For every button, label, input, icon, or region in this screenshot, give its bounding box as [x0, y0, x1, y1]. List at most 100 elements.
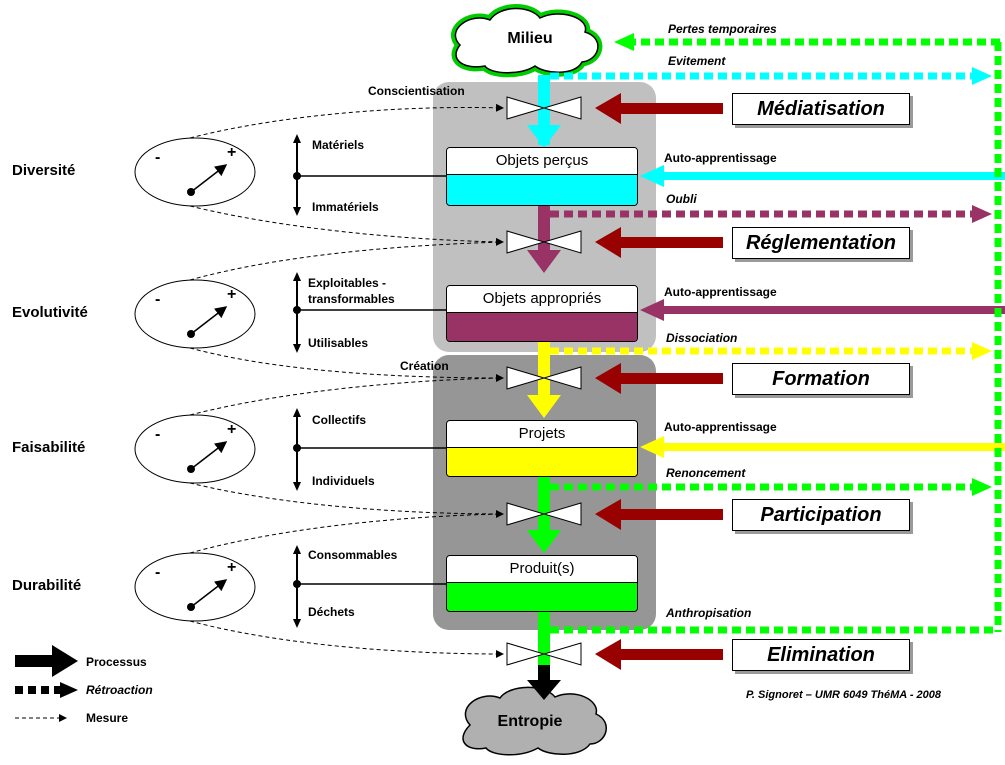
credit-text: P. Signoret – UMR 6049 ThéMA - 2008: [746, 689, 942, 701]
gauge-2-minus: -: [155, 291, 161, 308]
criterion-diversite: Diversité: [12, 162, 76, 179]
milieu-cloud: [451, 4, 603, 78]
entropie-label: Entropie: [497, 713, 563, 730]
label-creation: Création: [400, 359, 449, 373]
valve-4: [506, 502, 582, 526]
milieu-label: Milieu: [507, 30, 553, 47]
retro-oubli-head: [972, 205, 992, 223]
action-participation: Participation: [732, 499, 910, 531]
valve-3: [506, 366, 582, 390]
box-objets-percus-fill: [447, 175, 637, 205]
action-elimination: Elimination: [732, 639, 910, 671]
criterion-durabilite: Durabilité: [12, 577, 82, 594]
entropie-cloud: [462, 686, 607, 756]
legend-processus-arrow: [15, 645, 78, 677]
measure-curve-8: [189, 620, 504, 658]
auto-feedback-purple: [640, 299, 1005, 321]
label-oubli: Oubli: [666, 192, 697, 206]
label-conscientisation: Conscientisation: [368, 84, 465, 98]
box-objets-appropries-fill: [447, 313, 637, 341]
box-objets-appropries: Objets appropriés: [446, 285, 638, 342]
box-projets-fill: [447, 448, 637, 476]
measure-curve-5: [189, 377, 504, 416]
valve-5: [506, 642, 582, 666]
box-produits: Produit(s): [446, 555, 638, 612]
criterion-evolutivite: Evolutivité: [12, 304, 88, 321]
label-auto-2: Auto-apprentissage: [664, 285, 777, 299]
legend-retroaction-arrow: [15, 682, 78, 698]
sublabel-immateriels: Immatériels: [312, 200, 379, 214]
label-renoncement: Renoncement: [666, 466, 746, 480]
retro-pertes-head: [614, 33, 634, 51]
label-evitement: Evitement: [668, 54, 726, 68]
flow-purple: [538, 206, 550, 261]
subaxis-2: [293, 272, 446, 353]
legend-retroaction-label: Rétroaction: [86, 683, 153, 697]
measure-curve-2: [189, 205, 504, 246]
sublabel-materiels: Matériels: [312, 138, 365, 152]
gauge-2-plus: +: [227, 286, 237, 303]
auto-feedback-cyan: [640, 165, 1005, 187]
gauge-4-plus: +: [227, 559, 237, 576]
label-dissociation: Dissociation: [666, 331, 738, 345]
flow-green-2: [538, 610, 550, 668]
box-projets-label: Projets: [447, 421, 637, 448]
flow-green-1: [538, 476, 550, 538]
sublabel-utilisables: Utilisables: [308, 336, 369, 350]
measure-curve-7: [189, 513, 504, 554]
label-auto-1: Auto-apprentissage: [664, 151, 777, 165]
label-auto-3: Auto-apprentissage: [664, 420, 777, 434]
sublabel-dechets: Déchets: [308, 605, 355, 619]
action-reglementation: Réglementation: [732, 227, 910, 259]
box-produits-label: Produit(s): [447, 556, 637, 583]
auto-feedback-yellow: [640, 436, 1005, 458]
flow-yellow-head: [527, 395, 561, 418]
sublabel-exploitables: Exploitables - transformables: [308, 276, 395, 306]
box-objets-percus: Objets perçus: [446, 147, 638, 206]
label-anthropisation: Anthropisation: [666, 606, 752, 620]
subaxis-1: [293, 134, 446, 216]
flow-purple-head: [527, 250, 561, 273]
subaxis-3: [293, 408, 446, 491]
gauge-3-plus: +: [227, 421, 237, 438]
valve-2: [506, 230, 582, 254]
subaxis-4: [293, 545, 446, 628]
retro-evitement-head: [972, 67, 992, 85]
flow-cyan-head: [527, 125, 561, 148]
box-projets: Projets: [446, 420, 638, 477]
gauge-faisabilite: [134, 414, 256, 484]
retro-dissociation-head: [972, 342, 992, 360]
box-objets-percus-label: Objets perçus: [447, 148, 637, 175]
retro-renoncement-head: [972, 478, 992, 496]
gauge-1-minus: -: [155, 149, 161, 166]
label-pertes: Pertes temporaires: [668, 22, 777, 36]
action-arrow-5: [595, 639, 723, 670]
sublabel-collectifs: Collectifs: [312, 413, 367, 427]
measure-curve-1: [189, 103, 504, 139]
box-produits-fill: [447, 583, 637, 611]
flow-black-head: [527, 680, 561, 700]
action-arrow-3: [595, 363, 723, 394]
measure-curve-3: [189, 241, 504, 281]
legend-mesure-label: Mesure: [86, 711, 129, 725]
box-objets-appropries-label: Objets appropriés: [447, 286, 637, 313]
gauge-diversite: [134, 137, 256, 207]
gauge-4-minus: -: [155, 564, 161, 581]
sublabel-individuels: Individuels: [312, 474, 375, 488]
valve-1: [506, 96, 582, 120]
action-arrow-4: [595, 499, 723, 530]
gauge-evolutivite: [134, 279, 256, 349]
flow-yellow: [538, 340, 550, 398]
action-formation: Formation: [732, 363, 910, 395]
gauge-1-plus: +: [227, 144, 237, 161]
measure-curve-6: [189, 482, 504, 518]
criterion-faisabilite: Faisabilité: [12, 439, 86, 456]
gauge-durabilite: [134, 552, 256, 622]
action-arrow-1: [595, 93, 723, 124]
legend-processus-label: Processus: [86, 655, 147, 669]
measure-curve-4: [189, 347, 504, 382]
gauge-3-minus: -: [155, 426, 161, 443]
action-mediatisation: Médiatisation: [732, 93, 910, 125]
flow-green-1-head: [527, 530, 561, 553]
action-arrow-2: [595, 227, 723, 258]
